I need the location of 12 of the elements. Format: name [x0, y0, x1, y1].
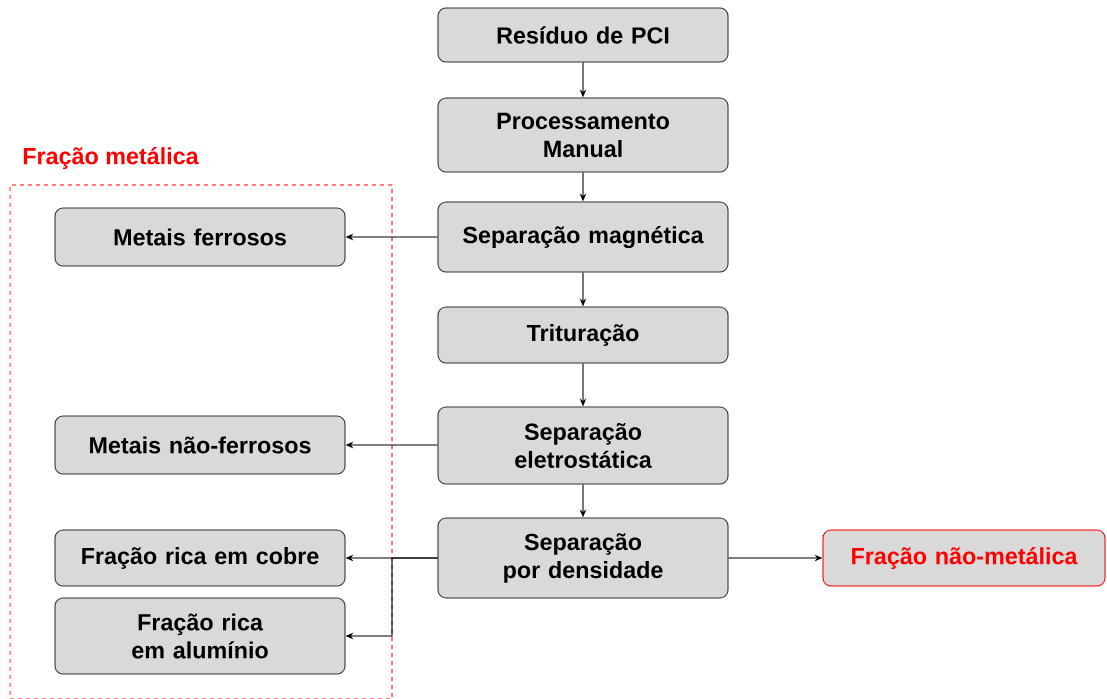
process-box: Processamento Manual [437, 97, 729, 173]
process-box: Separação por densidade [437, 517, 729, 599]
process-box: Separação magnética [437, 201, 729, 273]
process-box: Fração rica em cobre [54, 529, 346, 587]
process-box: Metais ferrosos [54, 207, 346, 267]
result-box: Fração não-metálica [822, 529, 1106, 587]
process-box: Fração rica em alumínio [54, 597, 346, 675]
process-box: Separação eletrostática [437, 406, 729, 485]
process-box: Trituração [437, 306, 729, 364]
process-box: Metais não-ferrosos [54, 415, 346, 475]
group-heading: Fração metálica [23, 147, 199, 169]
process-box: Resíduo de PCI [437, 7, 729, 63]
